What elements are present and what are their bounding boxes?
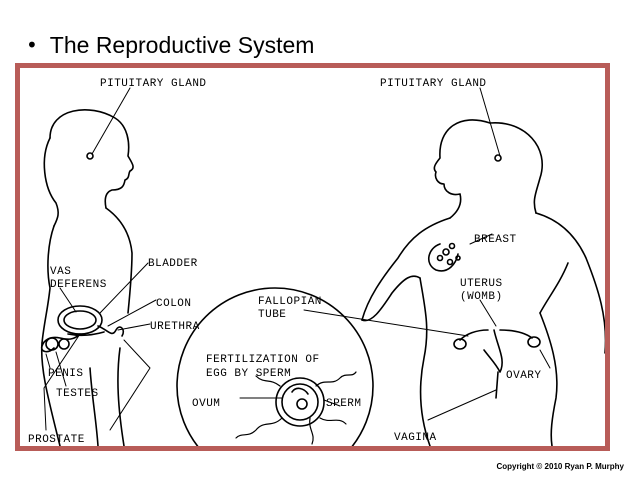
male-testes-2 [58,338,70,350]
female-breast-gland-3 [436,254,444,262]
leader-fallopian [303,309,469,337]
label-tube: TUBE [258,309,286,321]
label-deferens: DEFERENS [50,279,107,291]
male-bladder-inner [63,310,97,330]
leader-ovary [539,349,551,369]
label-pituitary-left: PITUITARY GLAND [100,78,207,90]
ovum-detail [291,387,309,395]
male-back-of-head [43,137,59,227]
label-womb: (WOMB) [460,291,503,303]
leader-sperm [323,399,341,407]
label-colon: COLON [156,298,192,310]
label-fertilization-line2: EGG BY SPERM [206,368,291,380]
female-breast-gland-4 [446,258,454,266]
sperm-tail-1 [315,371,357,387]
male-inner-leg [89,367,99,446]
male-colon-loop [97,325,125,337]
female-vagina-canal [495,371,499,399]
female-right-arm-outer [535,212,605,354]
female-left-torso [419,277,431,446]
male-head-outline [49,109,134,209]
female-breast-gland-5 [455,255,461,261]
leader-pituitary-left [91,87,131,155]
bullet-marker: • [26,33,38,57]
label-pituitary-right: PITUITARY GLAND [380,78,487,90]
label-vas: VAS [50,266,71,278]
copyright-notice: Copyright © 2010 Ryan P. Murphy [496,462,624,471]
label-prostate: PROSTATE [28,434,85,446]
leader-testes [55,351,67,387]
label-uterus: UTERUS [460,278,503,290]
leader-uterus [479,299,497,327]
male-pituitary-dot [86,152,94,160]
male-figure [40,87,157,446]
label-fertilization-line1: FERTILIZATION OF [206,354,320,366]
female-left-ovary [453,338,467,350]
female-left-arm-inner [361,275,421,322]
reproductive-diagram: PITUITARY GLAND PITUITARY GLAND VAS DEFE… [28,78,605,446]
female-pituitary-dot [494,154,502,162]
ovum-inner [281,383,319,421]
male-back-line [41,225,55,344]
male-testes [45,337,59,351]
female-breast-gland-2 [448,242,456,250]
diagram-frame: PITUITARY GLAND PITUITARY GLAND VAS DEFE… [15,63,610,451]
ovum-outer [275,377,325,427]
sperm-tail-4 [255,375,281,387]
slide-title-row: • The Reproductive System [26,28,314,62]
label-urethra: URETHRA [150,321,200,333]
label-breast: BREAST [474,234,517,246]
fertilization-circle [176,287,374,446]
diagram-labels: PITUITARY GLAND PITUITARY GLAND VAS DEFE… [28,78,542,446]
label-penis: PENIS [48,368,84,380]
male-chest-line [105,207,133,314]
sperm-tail-5 [309,417,314,445]
female-face-outline [433,119,491,219]
female-breast-outline [428,243,459,272]
ovum-nucleus [296,398,308,410]
label-bladder: BLADDER [148,258,198,270]
label-ovary: OVARY [506,370,542,382]
leader-bladder [99,262,149,314]
male-urethra-tube [67,331,105,337]
label-testes: TESTES [56,388,99,400]
leader-prostate [109,339,151,431]
label-fallopian: FALLOPIAN [258,296,322,308]
male-front-leg [117,347,125,446]
leader-breast [469,233,493,245]
female-back-of-head [489,122,543,214]
label-ovum: OVUM [192,398,220,410]
leader-penis [45,353,51,369]
leader-prostate-2 [43,333,81,431]
female-right-torso [539,312,558,446]
label-sperm: SPERM [326,398,362,410]
fertilization-inset [176,287,374,446]
leader-colon [107,299,157,327]
female-figure [303,87,605,446]
label-vagina: VAGINA [394,432,437,444]
female-breast-gland-1 [442,248,450,256]
female-right-tube [499,329,533,339]
female-left-arm-outer [361,217,451,321]
leader-vagina [427,389,497,421]
sperm-tail-3 [235,417,283,439]
leader-vas [59,287,77,313]
slide-title: The Reproductive System [49,31,315,58]
female-right-arm-inner [539,262,569,314]
sperm-tail-2 [319,417,347,425]
female-uterus [483,329,503,373]
leader-pituitary-right [479,87,501,157]
female-right-ovary [527,336,541,348]
leader-urethra [117,323,151,331]
